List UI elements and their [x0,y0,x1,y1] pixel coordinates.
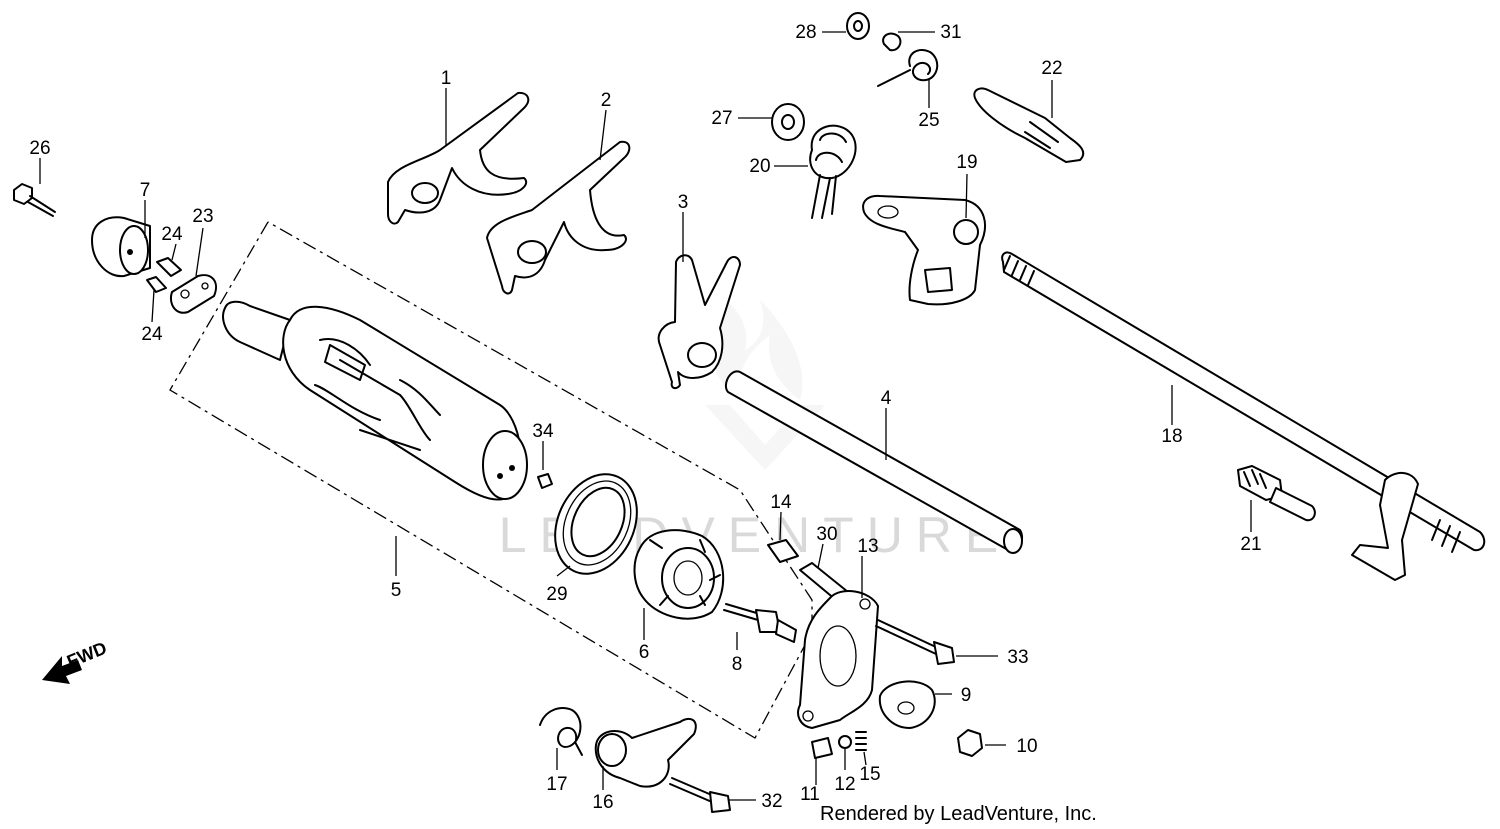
callout-24-lower: 24 [141,324,163,345]
callout-9: 9 [961,685,972,706]
callout-33: 33 [1007,647,1028,668]
part-4-fork-shaft [724,370,1024,554]
callout-17: 17 [546,774,567,795]
callout-4: 4 [881,388,892,409]
part-13-plate [797,590,879,729]
part-31-clip [882,32,902,52]
callout-15: 15 [859,764,880,785]
part-17-spring [539,707,583,756]
fwd-label: FWD [64,638,109,672]
callout-27: 27 [711,108,732,129]
callout-3: 3 [678,192,689,213]
callout-31: 31 [940,22,961,43]
callout-12: 12 [834,774,855,795]
callout-16: 16 [592,792,613,813]
callout-1: 1 [441,68,452,89]
part-28-washer [846,12,870,40]
callout-21: 21 [1240,534,1261,555]
part-1-shift-fork [387,91,530,225]
part-26-bolt [13,183,56,217]
part-33-bolt [875,619,955,665]
callout-30: 30 [816,524,837,545]
part-32-bolt [669,777,731,813]
fwd-arrow-icon: FWD [42,638,109,684]
callout-8: 8 [732,654,743,675]
callout-19: 19 [956,152,977,173]
callout-6: 6 [639,642,650,663]
part-11-piece [811,737,833,759]
callout-23: 23 [192,206,213,227]
callout-18: 18 [1161,426,1182,447]
callout-24-upper: 24 [161,224,183,245]
part-15-spring [855,731,867,751]
part-3-shift-fork [657,254,741,390]
part-23-plate [170,274,217,314]
part-24-pins [146,257,182,293]
part-27-washer [771,103,805,141]
part-12-ball [838,735,852,749]
part-29-bearing [554,473,638,575]
callout-2: 2 [601,90,612,111]
part-14-dowel [767,539,799,563]
callout-34: 34 [532,421,554,442]
callout-20: 20 [749,156,770,177]
part-6-drum-center [633,529,725,620]
callout-11: 11 [800,784,820,805]
callout-22: 22 [1041,58,1062,79]
part-19-shift-plate [862,194,986,306]
part-10-nut [957,729,983,757]
leader-lines [39,31,1252,801]
part-5-shift-drum [222,300,528,501]
callout-14: 14 [770,492,792,513]
callout-32: 32 [761,791,782,812]
part-22-shift-arm [973,87,1085,163]
part-20-spring [809,124,857,219]
part-34-pin [537,473,553,489]
part-2-shift-fork [486,140,631,295]
render-credit: Rendered by LeadVenture, Inc. [820,803,1097,825]
callout-7: 7 [140,180,151,201]
part-18-gearshift-spindle [1001,251,1486,581]
callout-29: 29 [546,584,567,605]
part-7-collar [91,216,151,278]
part-9-stopper [878,680,936,729]
drum-group-bracket [169,221,813,739]
callout-5: 5 [391,580,402,601]
part-21-stud [1237,465,1316,522]
callout-13: 13 [857,536,878,557]
callout-25: 25 [918,110,939,131]
part-25-spring [877,48,939,87]
callout-10: 10 [1016,736,1037,757]
part-8-stud [723,603,797,643]
callout-28: 28 [795,22,816,43]
part-16-shift-arm [594,717,697,788]
callout-26: 26 [29,138,50,159]
